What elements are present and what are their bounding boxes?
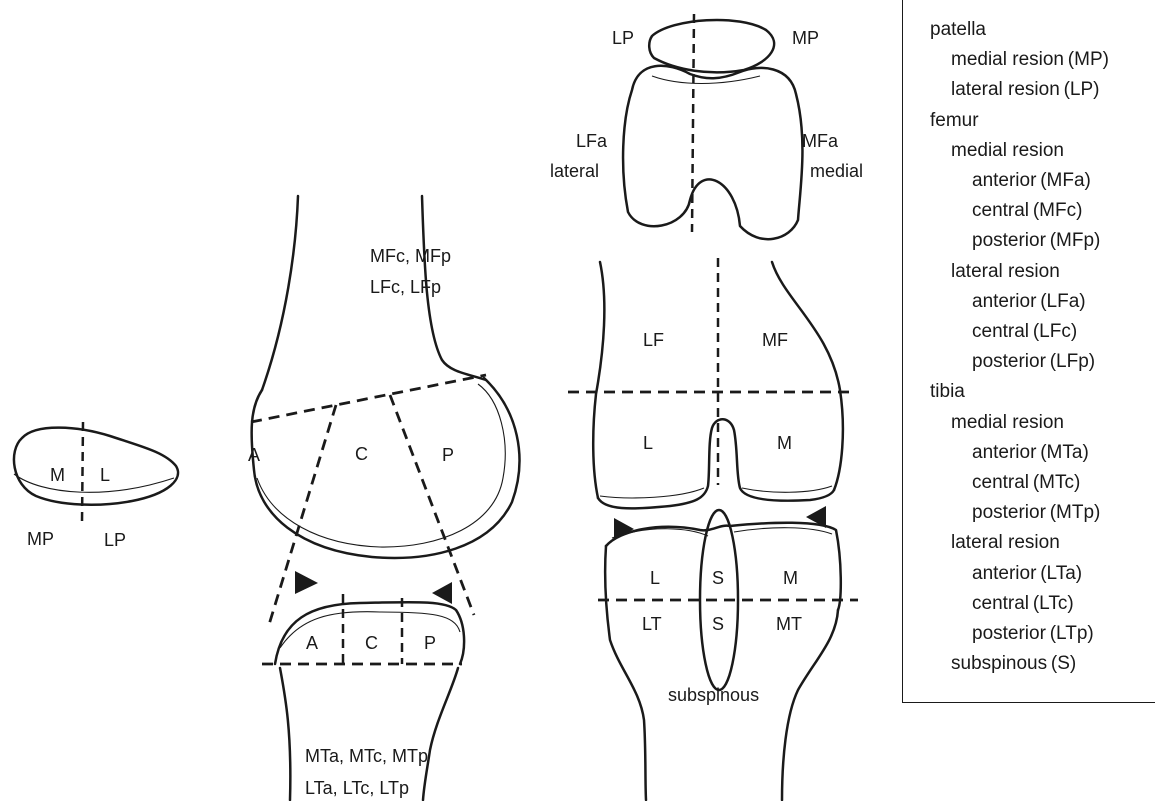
tibia-region-c: C xyxy=(365,633,378,653)
tibia-region-a: A xyxy=(306,633,318,653)
coronal-femur-right-line xyxy=(772,262,843,490)
coronal-label-s-upper: S xyxy=(712,568,724,588)
axial-patella-outline xyxy=(649,20,774,72)
coronal-label-s-lower: S xyxy=(712,614,724,634)
coronal-tibia-right-line xyxy=(782,610,838,800)
legend-item: posterior (MFp) xyxy=(903,230,1100,252)
legend-item: patella xyxy=(903,19,986,41)
legend-item: posterior (MTp) xyxy=(903,502,1100,524)
coronal-condyles-outline xyxy=(598,419,834,508)
coronal-label-lt: LT xyxy=(642,614,662,634)
axial-label-mfa: MFa xyxy=(802,131,839,151)
sagittal-view: A C P MFc, MFp LFc, LFp A C P MTa, MTc, … xyxy=(248,196,519,800)
femur-anterior-dashed-line xyxy=(268,405,336,628)
coronal-label-mt: MT xyxy=(776,614,802,634)
coronal-label-l-femur: L xyxy=(643,433,653,453)
legend-item: tibia xyxy=(903,381,965,403)
legend-item: anterior (LFa) xyxy=(903,291,1086,313)
femur-axial-view: LP MP LFa MFa lateral medial xyxy=(550,14,863,239)
coronal-tibia-top-outline xyxy=(606,523,841,610)
patella-label-mp: MP xyxy=(27,529,54,549)
femur-axial-outline xyxy=(623,66,802,239)
legend-item: lateral resion xyxy=(903,261,1060,283)
axial-label-lp: LP xyxy=(612,28,634,48)
legend-item: lateral resion (LP) xyxy=(903,79,1099,101)
knee-anatomy-drawings: M L MP LP A C P MFc, MFp LFc, LFp A C P xyxy=(0,0,900,801)
femur-top-dashed-line xyxy=(251,375,486,422)
axial-label-medial: medial xyxy=(810,161,863,181)
patella-label-l: L xyxy=(100,465,110,485)
coronal-label-m-femur: M xyxy=(777,433,792,453)
legend-item: medial resion (MP) xyxy=(903,49,1109,71)
coronal-label-subspinous: subspinous xyxy=(668,685,759,705)
femur-region-a: A xyxy=(248,445,260,465)
region-legend-box: patella medial resion (MP) lateral resion … xyxy=(902,0,1155,703)
sagittal-right-arrowhead xyxy=(432,582,452,604)
legend-item: femur xyxy=(903,110,979,132)
coronal-femur-cartilage-line xyxy=(600,486,832,498)
tibia-regions-label-2: LTa, LTc, LTp xyxy=(305,778,409,798)
tibia-shaft-posterior-line xyxy=(423,668,458,800)
coronal-label-l-tibia: L xyxy=(650,568,660,588)
coronal-label-lf: LF xyxy=(643,330,664,350)
legend-item: subspinous (S) xyxy=(903,653,1076,675)
legend-item: central (LTc) xyxy=(903,593,1074,615)
femoral-cartilage-line xyxy=(257,384,505,547)
sagittal-left-arrowhead xyxy=(295,571,318,594)
patella-label-m: M xyxy=(50,465,65,485)
axial-label-lateral: lateral xyxy=(550,161,599,181)
patella-axial-view: M L MP LP xyxy=(14,422,178,550)
femoral-condyle-outline xyxy=(252,378,520,558)
legend-item: central (MFc) xyxy=(903,200,1082,222)
tibia-regions-label-1: MTa, MTc, MTp xyxy=(305,746,428,766)
legend-item: central (MTc) xyxy=(903,472,1080,494)
legend-item: lateral resion xyxy=(903,532,1060,554)
patella-midline xyxy=(82,422,83,522)
femur-regions-label-2: LFc, LFp xyxy=(370,277,441,297)
legend-item: anterior (MFa) xyxy=(903,170,1091,192)
legend-item: medial resion xyxy=(903,412,1064,434)
coronal-view: LF MF L M L S M LT S MT subspinous xyxy=(568,258,858,800)
femur-axial-midline xyxy=(692,14,694,232)
tibia-region-p: P xyxy=(424,633,436,653)
legend-item: anterior (MTa) xyxy=(903,442,1089,464)
femur-regions-label-1: MFc, MFp xyxy=(370,246,451,266)
legend-item: anterior (LTa) xyxy=(903,563,1082,585)
coronal-femur-left-line xyxy=(593,262,604,498)
legend-item: posterior (LFp) xyxy=(903,351,1095,373)
femur-region-c: C xyxy=(355,444,368,464)
coronal-tibia-left-line xyxy=(605,546,646,800)
patella-outline xyxy=(14,428,178,505)
patella-articular-line xyxy=(14,474,174,492)
axial-label-mp: MP xyxy=(792,28,819,48)
coronal-label-mf: MF xyxy=(762,330,788,350)
femur-shaft-posterior-line xyxy=(262,196,298,390)
axial-label-lfa: LFa xyxy=(576,131,608,151)
legend-item: posterior (LTp) xyxy=(903,623,1094,645)
legend-item: medial resion xyxy=(903,140,1064,162)
femur-region-p: P xyxy=(442,445,454,465)
femur-posterior-dashed-line xyxy=(390,395,474,615)
tibia-shaft-anterior-line xyxy=(280,668,290,800)
coronal-label-m-tibia: M xyxy=(783,568,798,588)
legend-item: central (LFc) xyxy=(903,321,1077,343)
patella-label-lp: LP xyxy=(104,530,126,550)
